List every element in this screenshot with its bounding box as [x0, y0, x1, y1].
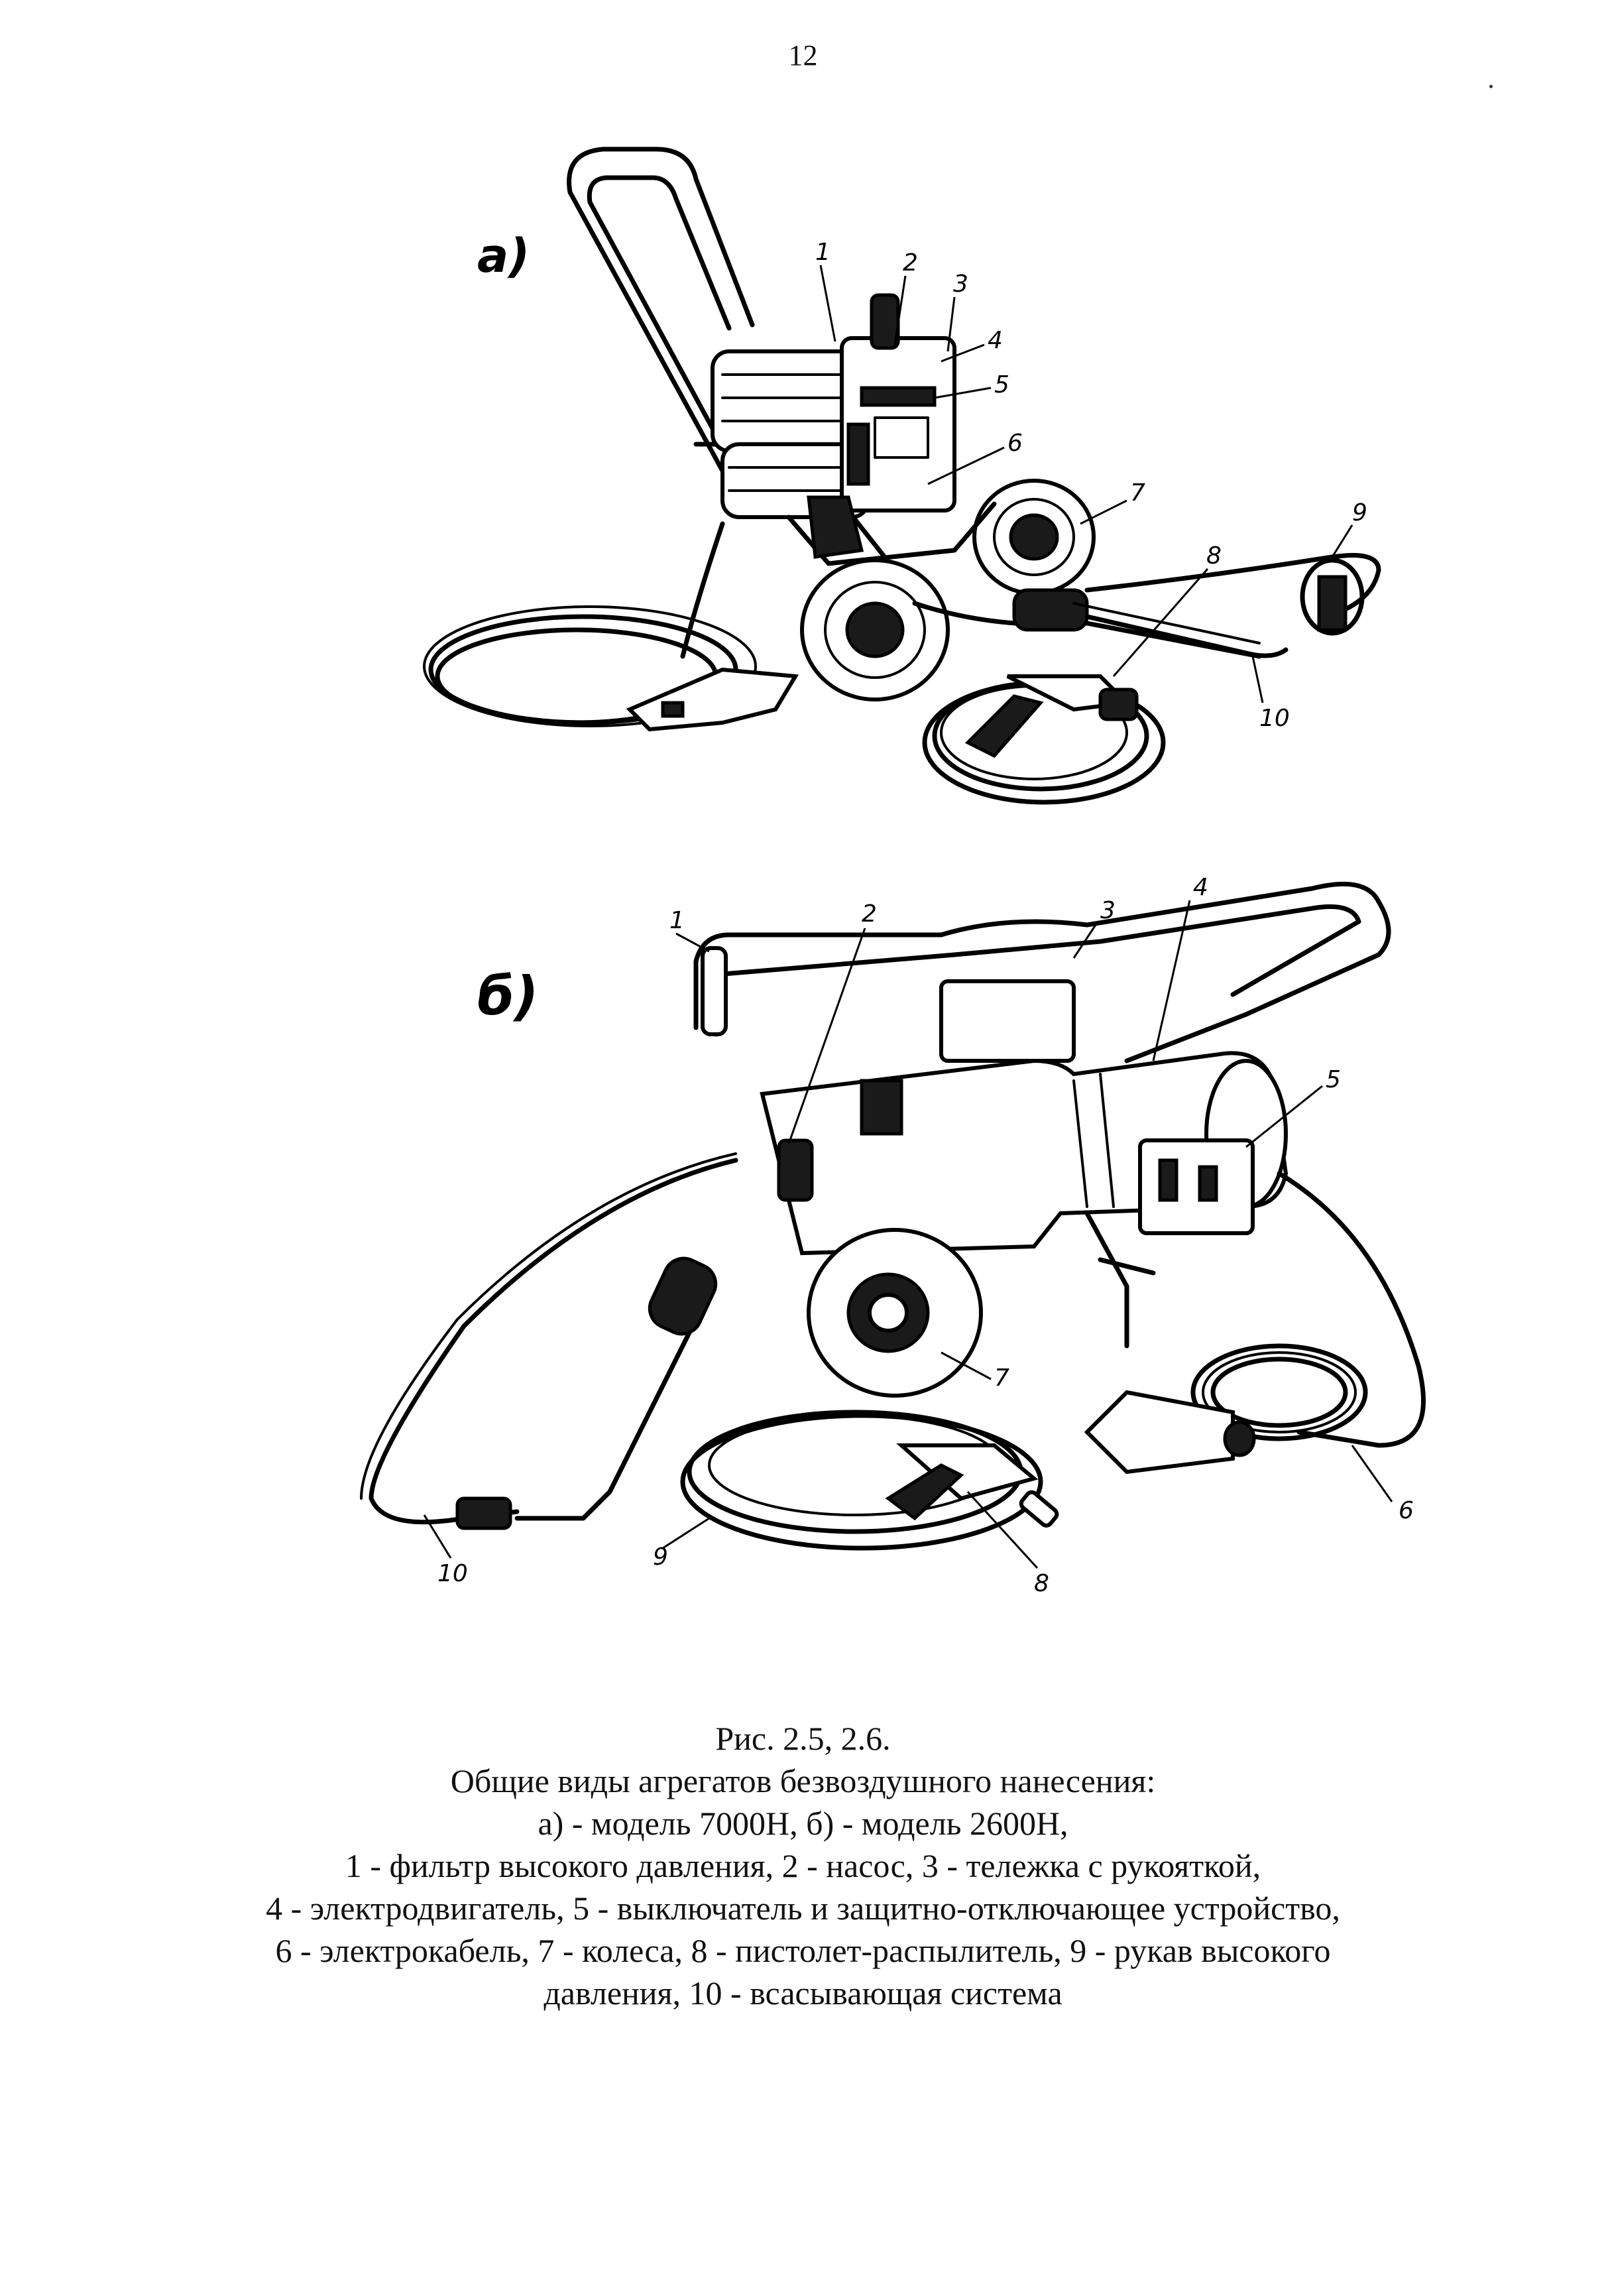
intake-nozzle-b — [1084, 1390, 1235, 1475]
wheel-rear-a — [972, 479, 1096, 595]
callout-number: 9 — [1352, 499, 1367, 526]
spray-gun-a — [964, 674, 1139, 758]
callout-leader-line — [1080, 499, 1127, 525]
callout-number: 9 — [653, 1543, 668, 1571]
callout-number: 10 — [437, 1560, 468, 1587]
callout-leader-line — [1251, 656, 1264, 703]
handgrip-b — [648, 1256, 718, 1336]
caption-legend-line-2: 4 - электродвигатель, 5 - выключатель и … — [266, 1890, 1340, 1927]
callout-leader-line — [662, 1517, 710, 1549]
callout-number: 7 — [994, 1364, 1009, 1392]
caption-legend-line-4: давления, 10 - всасывающая система — [544, 1974, 1062, 2012]
suction-system-b — [369, 1158, 738, 1525]
callout-number: 3 — [1100, 897, 1116, 924]
caption-models: а) - модель 7000Н, б) - модель 2600Н, — [538, 1805, 1068, 1842]
callout-leader-line — [787, 928, 866, 1144]
wheel-front-a — [800, 558, 950, 701]
caption-legend-line-3: 6 - электрокабель, 7 - колеса, 8 - писто… — [275, 1932, 1331, 1969]
callout-leader-line — [946, 296, 956, 352]
caption-legend-line-1: 1 - фильтр высокого давления, 2 - насос,… — [345, 1847, 1261, 1884]
scan-dot — [1489, 85, 1493, 88]
filter-b — [701, 946, 728, 1036]
callout-number: 5 — [1326, 1066, 1341, 1093]
figure-caption: Рис. 2.5, 2.6. Общие виды агрегатов безв… — [133, 1717, 1473, 2014]
figure-a-letter: а) — [477, 229, 530, 283]
callout-leader-line — [893, 275, 907, 345]
callout-leader-line — [1351, 1445, 1393, 1502]
callout-leader-line — [966, 1490, 1039, 1569]
spray-gun-b — [885, 1443, 1059, 1528]
suction-coil-b — [1190, 1343, 1368, 1441]
caption-figure-number: Рис. 2.5, 2.6. — [715, 1720, 891, 1757]
switch-box-b — [1138, 1138, 1255, 1235]
callout-number: 4 — [988, 327, 1003, 354]
cart-handle-b — [693, 881, 1391, 1063]
callout-leader-line — [1112, 568, 1209, 677]
callout-leader-line — [941, 1351, 992, 1380]
callout-number: 8 — [1034, 1570, 1049, 1597]
callout-number: 2 — [903, 249, 918, 276]
electric-cable-b — [1277, 1171, 1426, 1448]
callout-number: 1 — [815, 239, 831, 266]
callout-leader-line — [927, 446, 1005, 485]
callout-leader-line — [1072, 922, 1098, 959]
callout-number: 7 — [1130, 479, 1145, 507]
figure-a-drawing: а) — [423, 147, 1381, 805]
pump-b — [777, 1138, 814, 1202]
callout-number: 5 — [994, 371, 1009, 398]
callout-leader-line — [1331, 524, 1353, 558]
callout-leader-line — [423, 1514, 452, 1559]
callout-number: 10 — [1259, 705, 1290, 732]
callout-number: 1 — [669, 907, 685, 934]
callout-leader-line — [1152, 900, 1191, 1061]
callout-number: 4 — [1193, 874, 1208, 901]
callout-number: 6 — [1007, 430, 1023, 457]
callout-number: 8 — [1206, 542, 1222, 570]
figure-b-drawing: б) — [360, 874, 1426, 1597]
caption-title: Общие виды агрегатов безвоздушного нанес… — [450, 1762, 1156, 1799]
wheel-b — [807, 1228, 983, 1398]
callout-leader-line — [675, 932, 710, 953]
callout-leader-line — [1245, 1085, 1323, 1148]
callout-number: 6 — [1399, 1497, 1414, 1524]
page-number: 12 — [788, 39, 818, 72]
callout-number: 2 — [862, 900, 877, 928]
intake-nozzle-a — [626, 667, 799, 732]
callout-leader-line — [934, 387, 992, 399]
callout-leader-line — [819, 265, 836, 342]
cart-handle — [567, 147, 755, 473]
figure-b-letter: б) — [477, 965, 538, 1027]
filter-a — [870, 293, 900, 350]
callout-leader-line — [941, 343, 985, 363]
callout-number: 3 — [953, 271, 968, 298]
figure-b-illustration: б) — [0, 862, 1606, 1624]
pressure-hose-a — [1084, 553, 1381, 619]
figure-a-illustration: а) — [0, 126, 1606, 829]
